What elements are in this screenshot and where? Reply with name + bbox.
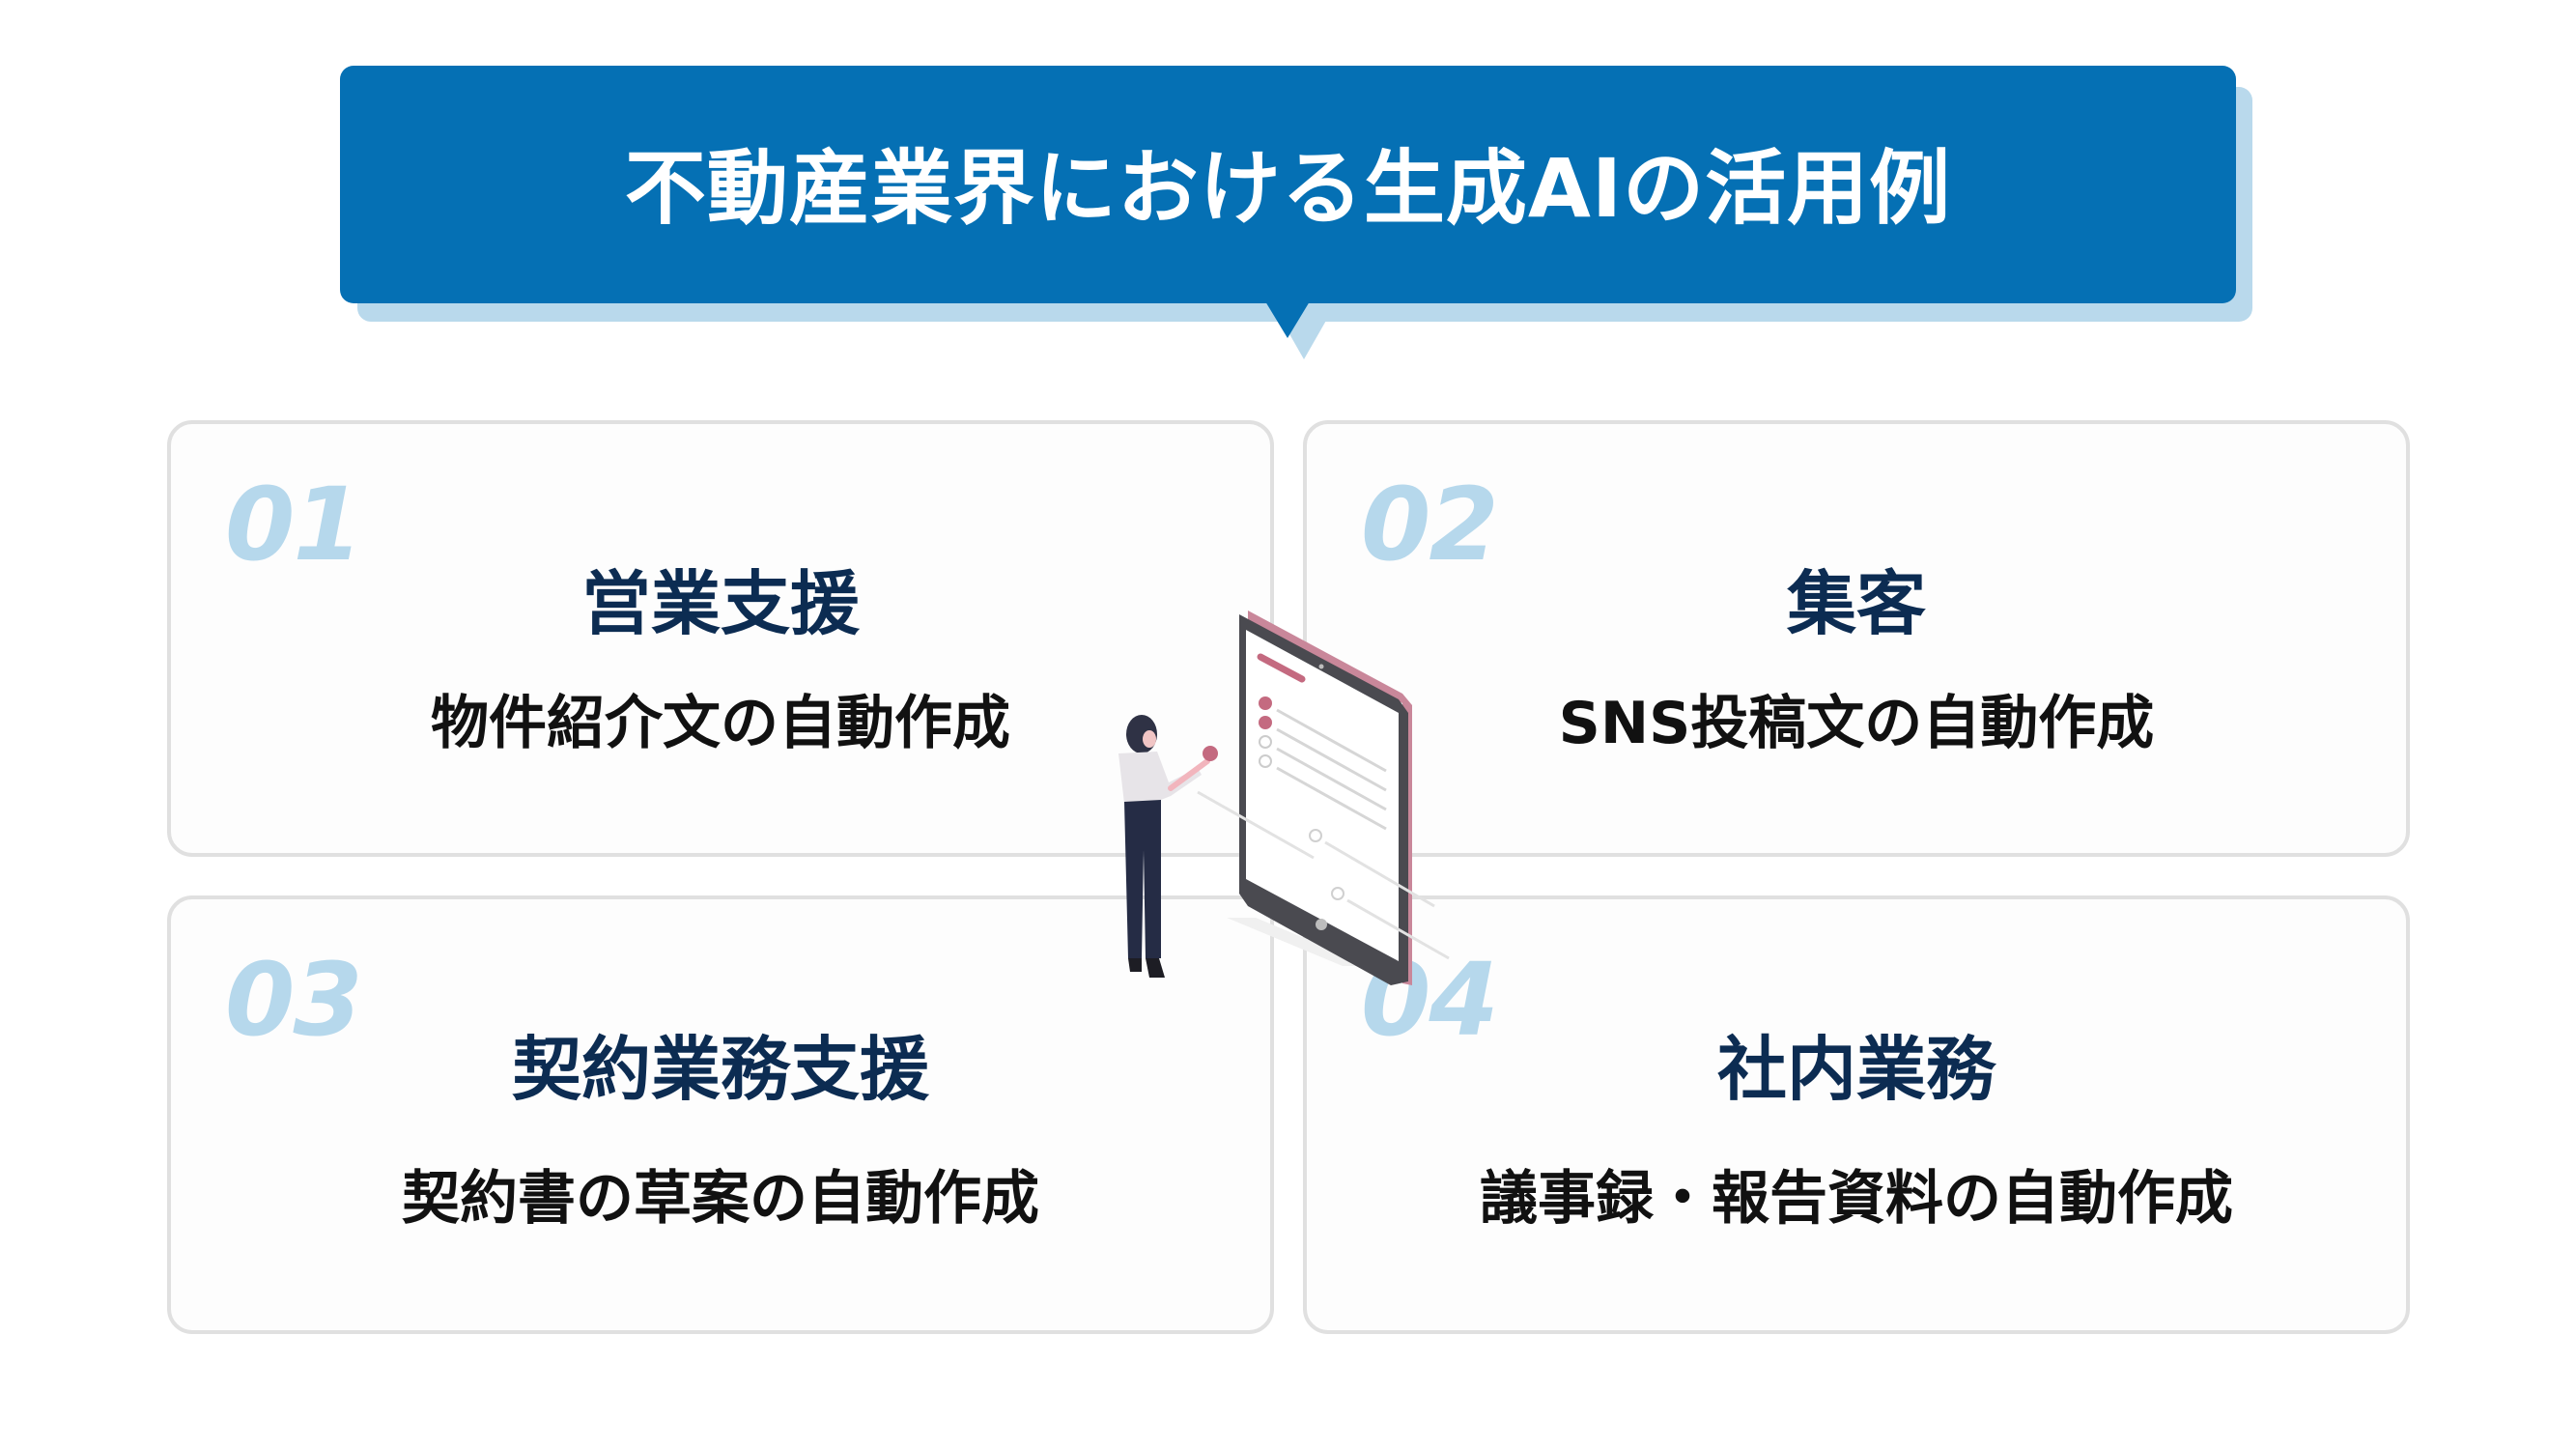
card-number: 01 [225, 466, 363, 583]
use-case-card-sales-support: 01 営業支援 物件紹介文の自動作成 [167, 420, 1274, 857]
use-case-card-customer-acquisition: 02 集客 SNS投稿文の自動作成 [1303, 420, 2410, 857]
card-number: 03 [225, 941, 363, 1059]
title-banner: 不動産業界における生成AIの活用例 [340, 66, 2236, 303]
card-subtitle: 物件紹介文の自動作成 [431, 690, 1010, 757]
card-title: 営業支援 [580, 563, 860, 644]
card-title: 集客 [1786, 563, 1926, 644]
card-subtitle: 契約書の草案の自動作成 [402, 1165, 1039, 1233]
use-case-card-internal-operations: 04 社内業務 議事録・報告資料の自動作成 [1303, 895, 2410, 1334]
page-title: 不動産業界における生成AIの活用例 [624, 140, 1952, 236]
card-number: 02 [1361, 466, 1499, 583]
card-title: 契約業務支援 [511, 1029, 929, 1110]
card-subtitle: 議事録・報告資料の自動作成 [1480, 1165, 2233, 1233]
speech-tail [1265, 301, 1310, 338]
card-subtitle: SNS投稿文の自動作成 [1558, 690, 2155, 757]
use-case-card-contract-support: 03 契約業務支援 契約書の草案の自動作成 [167, 895, 1274, 1334]
card-title: 社内業務 [1716, 1029, 1996, 1110]
